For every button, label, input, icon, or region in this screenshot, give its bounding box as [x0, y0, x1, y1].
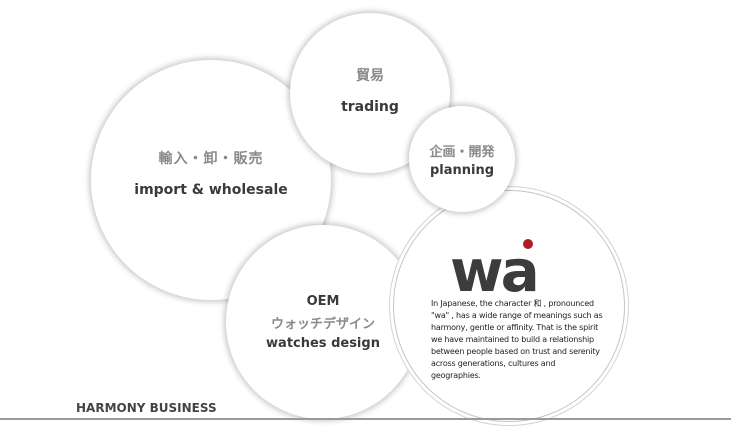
trading-en-label: trading [341, 99, 399, 115]
wa-circle [393, 190, 625, 422]
oem-label: OEM [306, 293, 340, 309]
planning-jp-label: 企画・開発 [429, 144, 495, 160]
planning-en-label: planning [429, 162, 495, 178]
wa-logo-dot [523, 239, 533, 249]
wa-logo: wa [450, 237, 540, 294]
oem-jp-label: ウォッチデザイン [270, 316, 375, 332]
oem-circle[interactable]: OEM ウォッチデザイン watches design [226, 225, 420, 419]
import-wholesale-en-label: import & wholesale [134, 182, 288, 198]
wa-description: In Japanese, the character 和 , pronounce… [431, 299, 603, 380]
oem-en-label: watches design [266, 335, 380, 351]
harmony-business-label: HARMONY BUSINESS [76, 401, 217, 415]
planning-circle[interactable]: 企画・開発 planning [409, 106, 515, 212]
trading-jp-label: 貿易 [356, 68, 384, 84]
baseline-divider [0, 418, 731, 420]
import-wholesale-jp-label: 輸入・卸・販売 [158, 151, 264, 167]
